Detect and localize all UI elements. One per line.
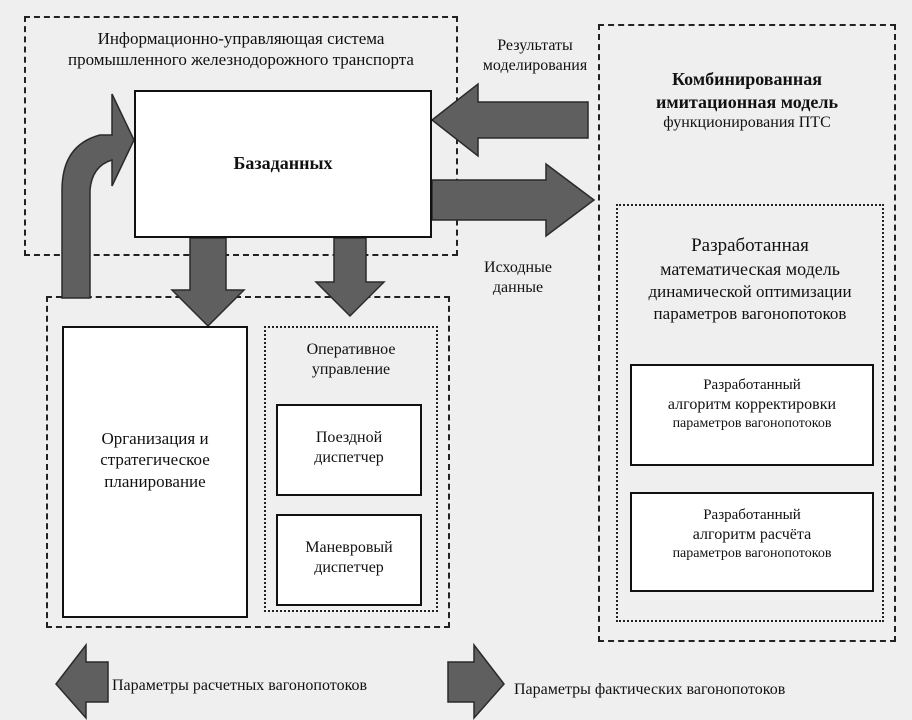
organization-line1: Организация и [101, 429, 209, 448]
source-data-label-line1: Исходные [484, 259, 552, 276]
curved-arrow-up [61, 93, 135, 299]
results-label-line1: Результаты [497, 37, 573, 54]
organization-line2: стратегическое [100, 450, 210, 470]
math-model-line3: динамической оптимизации [648, 282, 852, 302]
operational-line1: Оперативное [306, 341, 396, 358]
database-label: Базаданных [233, 153, 333, 173]
results-label: Результаты моделирования [470, 36, 600, 76]
algo-correction-line2: алгоритм корректировки [667, 395, 837, 413]
combined-model-line1: Комбинированная [672, 69, 822, 89]
info-system-title-line2: промышленного железнодорожного транспорт… [68, 50, 414, 70]
source-data-label-line2: данные [492, 279, 544, 296]
math-model-title: Разработанная математическая модель дина… [618, 234, 882, 325]
algo-correction-label: Разработанный алгоритм корректировки пар… [630, 376, 874, 432]
math-model-line1: Разработанная [691, 235, 809, 256]
operational-region [264, 326, 438, 612]
algo-calculation-line2: алгоритм расчёта [692, 525, 812, 543]
down-arrow-organization [170, 237, 246, 328]
combined-model-line2: имитационная модель [655, 91, 838, 112]
organization-label: Организация и стратегическое планировани… [62, 428, 248, 492]
legend-actual-label: Параметры фактических вагонопотоков [514, 681, 786, 698]
legend-right-arrow [447, 642, 505, 720]
shunting-dispatcher-box [276, 514, 422, 606]
organization-line3: планирование [104, 471, 206, 491]
algo-calculation-line3: параметров вагонопотоков [672, 545, 832, 561]
results-label-line2: моделирования [482, 57, 588, 74]
algo-correction-line1: Разработанный [703, 377, 801, 393]
database-box [134, 90, 432, 238]
source-data-label: Исходные данные [458, 258, 578, 298]
info-system-title-line1: Информационно-управляющая система [97, 29, 385, 48]
math-model-line2: математическая модель [660, 259, 840, 280]
math-model-line4: параметров вагонопотоков [653, 304, 847, 324]
management-region [46, 296, 450, 628]
algo-correction-box [630, 364, 874, 466]
algo-correction-line3: параметров вагонопотоков [672, 415, 832, 431]
legend-calculated-label: Параметры расчетных вагонопотоков [112, 677, 368, 694]
results-arrow [430, 82, 589, 158]
combined-model-line3: функционирования ПТС [663, 114, 831, 131]
info-system-title: Информационно-управляющая система промыш… [28, 28, 454, 71]
down-arrow-operational [314, 237, 386, 318]
algo-calculation-label: Разработанный алгоритм расчёта параметро… [630, 506, 874, 562]
operational-label: Оперативное управление [266, 340, 436, 380]
train-dispatcher-line1: Поездной [315, 429, 383, 446]
combined-model-title: Комбинированная имитационная модель функ… [602, 68, 892, 133]
train-dispatcher-box [276, 404, 422, 496]
math-model-region [616, 204, 884, 622]
operational-line2: управление [311, 361, 391, 378]
algo-calculation-line1: Разработанный [703, 507, 801, 523]
organization-box [62, 326, 248, 618]
legend-left-arrow [55, 642, 109, 720]
train-dispatcher-line2: диспетчер [314, 449, 384, 466]
algo-calculation-box [630, 492, 874, 592]
source-data-arrow [431, 162, 596, 238]
shunting-dispatcher-line1: Маневровый [305, 539, 393, 556]
shunting-dispatcher-label: Маневровый диспетчер [276, 538, 422, 578]
shunting-dispatcher-line2: диспетчер [314, 559, 384, 576]
train-dispatcher-label: Поездной диспетчер [276, 428, 422, 468]
combined-model-region [598, 24, 896, 642]
